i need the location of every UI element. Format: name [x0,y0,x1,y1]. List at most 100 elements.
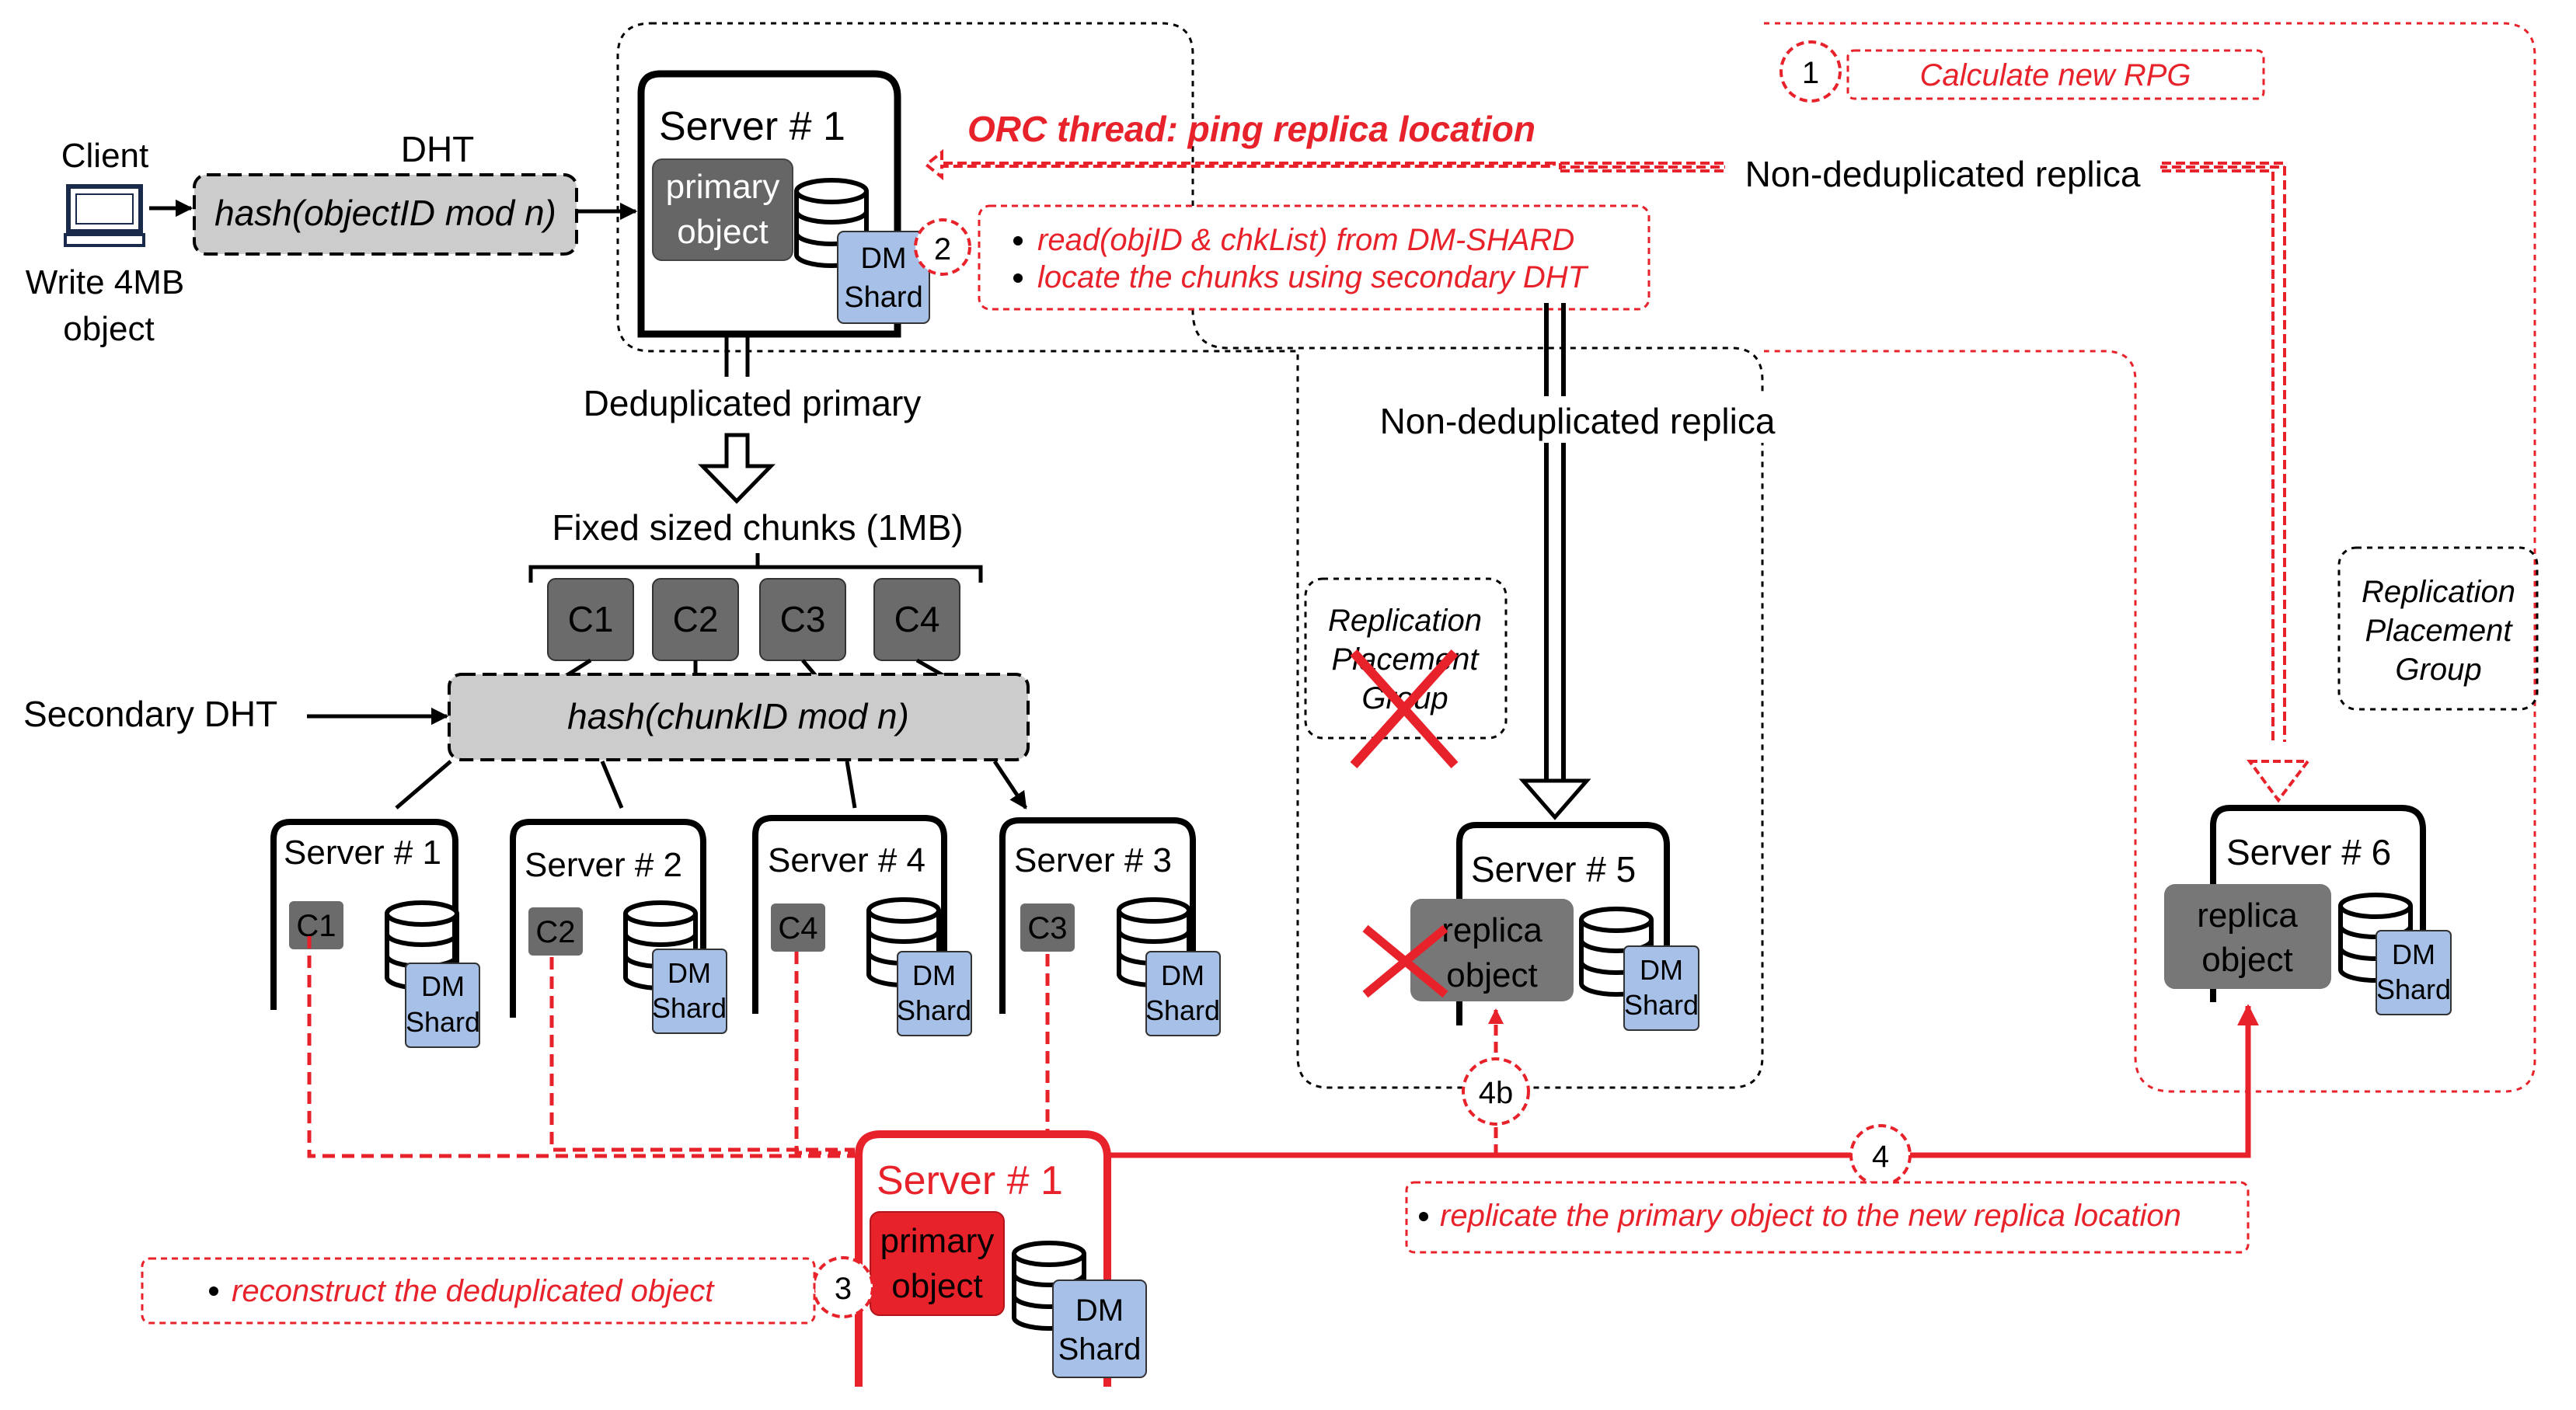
reconstruct-dm-shard [1052,1279,1147,1378]
rpg-failed-label-1: Replication [1328,604,1482,638]
orc-bullet-2-text: locate the chunks using secondary DHT [1037,260,1589,294]
chunk-server-3: Server # 3 C3 DM Shard [999,817,1221,1036]
step-4-label: 4 [1872,1140,1889,1174]
orc-bullet-1 [1013,236,1023,245]
non-dedup-replica-label-top: Non-deduplicated replica [1745,154,2141,194]
replicate-box [1405,1181,2250,1254]
non-dedup-mid-label-bg [1360,396,1795,443]
client-label: Client [61,137,149,175]
chunk-server-1-title: Server # 1 [284,834,441,872]
step-3-label: 3 [835,1272,852,1306]
chunk-server-1-chunk-label: C1 [296,909,336,943]
dm-label: DM [2392,938,2435,970]
chunks-bracket [528,553,983,583]
shard-label: Shard [844,281,922,314]
new-rpg-outline [1764,22,2536,1093]
server5-down-arrow-head [1518,778,1591,820]
chunk-server-2-chunk-label: C2 [535,915,575,949]
secondary-hash-arrows [395,760,1026,808]
step-2-circle [914,218,971,276]
server-6-dm-shard [2376,930,2452,1015]
chunk-server-1-chunk [289,901,343,949]
chunk-c2-label: C2 [673,599,719,639]
server-main-primary-object [652,158,793,261]
orc-steps-box [978,204,1651,311]
chunk-connectors [562,658,946,680]
non-dedup-replica-path-top [1559,162,2286,742]
secondary-hash-box [448,673,1030,761]
dedup-primary-label: Deduplicated primary [584,383,922,423]
client-write-label: Write 4MB [26,263,185,301]
step-4-circle [1849,1124,1912,1186]
fixed-chunks-label: Fixed sized chunks (1MB) [552,507,963,548]
chunk-c1-label: C1 [568,599,614,639]
reconstruct-dashed-lines [307,936,1050,1158]
calculate-rpg-text: Calculate new RPG [1919,58,2191,92]
primary-object-label-1: primary [666,168,780,206]
calculate-rpg-box [1846,49,2265,100]
orc-bullet-2 [1013,273,1023,283]
chunk-server-2-title: Server # 2 [525,846,682,884]
server-6-replica-object [2164,884,2331,989]
replica-label-2: object [2201,941,2292,979]
shard-label: Shard [2376,973,2451,1005]
shard-label: Shard [1058,1332,1142,1366]
replica-label-2: object [1446,956,1537,994]
chunk-c3-label: C3 [780,599,826,639]
chunk-server-4: Server # 4 C4 DM Shard [752,815,972,1036]
server-5-replica-object [1410,899,1574,1001]
shard-label: Shard [1624,989,1699,1021]
chunk-list: C1 C2 C3 C4 [547,578,960,661]
dedup-primary-arrow [698,433,776,504]
step-1-circle [1779,40,1842,103]
secondary-hash-text: hash(chunkID mod n) [567,696,909,736]
dm-label: DM [1161,959,1204,991]
dm-label: DM [860,242,906,275]
step-4b-label: 4b [1479,1076,1514,1110]
dm-label: DM [1075,1293,1124,1328]
chunk-server-3-chunk [1020,903,1075,952]
chunk-server-2-chunk [528,907,583,956]
chunk-server-4-chunk [771,903,825,952]
rpg-right-label-3: Group [2395,653,2481,687]
reconstruct-server-1: Server # 1 primary object DM Shard [855,1130,1147,1387]
client-object-label: object [63,310,154,348]
orc-thread-label: ORC thread: ping replica location [967,109,1535,149]
non-dedup-replica-label-mid: Non-deduplicated replica [1380,401,1776,441]
replicate-to-server6-line [1107,1004,2259,1158]
reconstruct-primary-object [870,1211,1005,1316]
chunk-server-4-chunk-label: C4 [778,911,817,945]
replication-placement-group-box-right [2337,546,2539,711]
chunk-server-1-dm-shard [405,963,480,1048]
replication-placement-group-box [1304,577,1508,740]
shard-label: Shard [897,994,971,1026]
rpg-right-label-1: Replication [2362,575,2515,609]
dm-label: DM [668,957,711,989]
dht-hash-text: hash(objectID mod n) [214,193,556,233]
non-dedup-replica-path-inner [1560,169,2274,742]
chunk-server-4-title: Server # 4 [768,841,925,879]
replica-label-1: replica [2197,896,2298,935]
dht-hash-box [193,173,578,256]
reconstruct-text: reconstruct the deduplicated object [232,1274,715,1308]
dht-label: DHT [401,129,475,169]
step-2-label: 2 [934,232,951,266]
failed-cross-icon [1350,649,1459,769]
server-5-title: Server # 5 [1471,849,1636,890]
server-6-title: Server # 6 [2226,832,2391,872]
server-6: Server # 6 replica object DM Shard [2164,805,2452,1015]
main-group-outline [616,22,1764,1089]
shard-label: Shard [1145,994,1220,1026]
chunk-server-2: Server # 2 C2 DM Shard [510,819,727,1034]
reconstruct-bullet [209,1286,218,1296]
primary-object-label-2: object [677,213,768,251]
reconstruct-server-title: Server # 1 [877,1158,1063,1203]
chunk-server-4-dm-shard [897,951,972,1036]
replicate-text: replicate the primary object to the new … [1440,1199,2181,1233]
step-1-label: 1 [1802,56,1819,90]
chunk-server-3-dm-shard [1145,951,1221,1036]
orc-bullet-1-text: read(objID & chkList) from DM-SHARD [1037,223,1574,257]
replica-failed-cross-icon [1362,924,1448,998]
dm-label: DM [421,970,465,1002]
